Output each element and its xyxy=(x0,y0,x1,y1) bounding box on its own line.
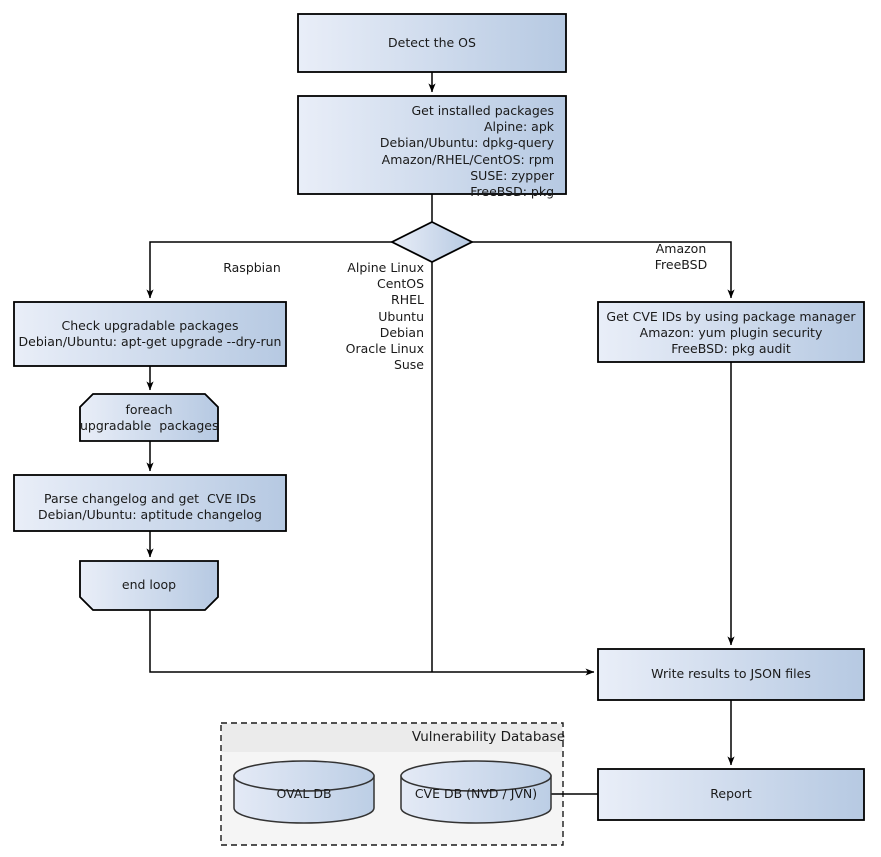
node-report[interactable] xyxy=(597,768,865,821)
node-get-packages[interactable] xyxy=(297,95,567,195)
node-write-json[interactable] xyxy=(597,648,865,701)
node-foreach-loop[interactable] xyxy=(79,393,219,442)
edge-end-loop-to-write-json xyxy=(149,610,595,676)
node-end-loop[interactable] xyxy=(79,560,219,611)
group-title-band xyxy=(222,724,562,752)
edge-label-middle-distros: Alpine Linux CentOS RHEL Ubuntu Debian O… xyxy=(345,260,424,373)
node-oval-db[interactable] xyxy=(233,760,375,824)
edge-label-raspbian: Raspbian xyxy=(223,260,281,275)
node-get-cve-ids[interactable] xyxy=(597,301,865,363)
edge-branch-to-get-cve-ids xyxy=(472,241,735,299)
node-parse-changelog[interactable] xyxy=(13,474,287,532)
node-detect-os[interactable] xyxy=(297,13,567,73)
node-os-branch-diamond[interactable] xyxy=(389,220,475,264)
edge-branch-to-check-upgradable xyxy=(146,241,392,299)
node-check-upgradable[interactable] xyxy=(13,301,287,367)
edge-label-amazon-freebsd: Amazon FreeBSD xyxy=(654,241,708,273)
edges-layer xyxy=(146,72,735,795)
node-cve-db[interactable] xyxy=(400,760,552,824)
group-title-vulnerability-database: Vulnerability Database xyxy=(411,729,565,745)
